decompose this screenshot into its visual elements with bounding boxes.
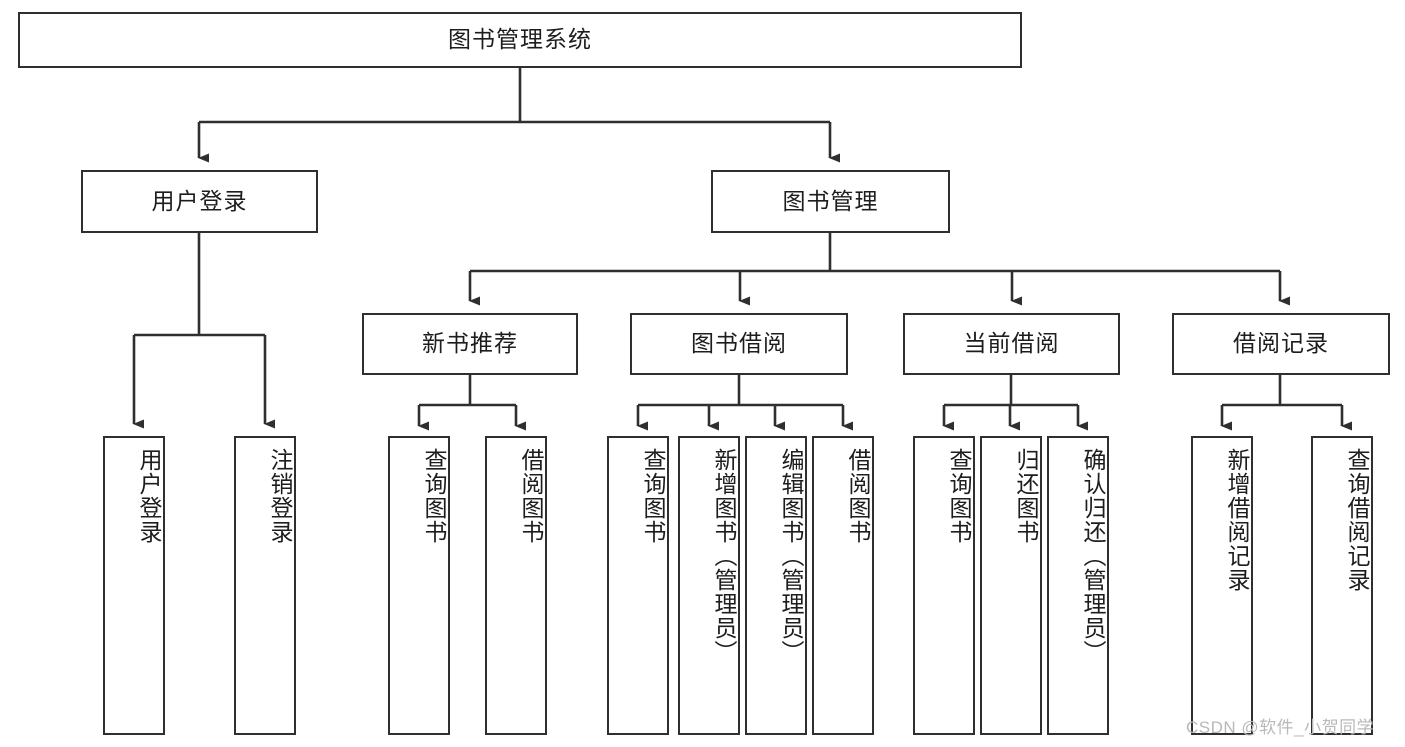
- node-current-borrow[interactable]: 当前借阅: [903, 313, 1120, 375]
- leaf-add-borrow-record[interactable]: 新增借阅记录: [1191, 436, 1253, 735]
- csdn-watermark: CSDN @软件_小贺同学: [1186, 718, 1375, 737]
- node-book-borrow[interactable]: 图书借阅: [630, 313, 848, 375]
- leaf-query-book-current[interactable]: 查询图书: [913, 436, 975, 735]
- leaf-borrow-book[interactable]: 借阅图书: [812, 436, 874, 735]
- leaf-confirm-return-admin-label: 确认归还（管理员）: [1080, 448, 1106, 664]
- leaf-confirm-return-admin[interactable]: 确认归还（管理员）: [1047, 436, 1109, 735]
- leaf-borrow-book-recommend[interactable]: 借阅图书: [485, 436, 547, 735]
- node-book-borrow-label: 图书借阅: [691, 330, 787, 357]
- leaf-add-borrow-record-label: 新增借阅记录: [1224, 448, 1250, 592]
- leaf-borrow-book-label: 借阅图书: [845, 448, 871, 544]
- node-borrow-records-label: 借阅记录: [1233, 330, 1329, 357]
- leaf-logout[interactable]: 注销登录: [234, 436, 296, 735]
- leaf-query-book-recommend[interactable]: 查询图书: [388, 436, 450, 735]
- node-root-label: 图书管理系统: [448, 26, 592, 53]
- leaf-user-login[interactable]: 用户登录: [103, 436, 165, 735]
- leaf-logout-label: 注销登录: [267, 448, 293, 544]
- leaf-borrow-book-recommend-label: 借阅图书: [518, 448, 544, 544]
- leaf-add-book-admin[interactable]: 新增图书（管理员）: [678, 436, 740, 735]
- leaf-query-book-borrow-label: 查询图书: [640, 448, 666, 544]
- leaf-edit-book-admin[interactable]: 编辑图书（管理员）: [745, 436, 807, 735]
- node-current-borrow-label: 当前借阅: [963, 330, 1060, 357]
- leaf-user-login-label: 用户登录: [136, 448, 162, 544]
- leaf-edit-book-admin-label: 编辑图书（管理员）: [778, 448, 804, 664]
- leaf-query-book-current-label: 查询图书: [946, 448, 972, 544]
- leaf-query-book-borrow[interactable]: 查询图书: [607, 436, 669, 735]
- node-root[interactable]: 图书管理系统: [18, 12, 1022, 68]
- node-user-login-label: 用户登录: [151, 187, 248, 214]
- node-new-book-recommend[interactable]: 新书推荐: [362, 313, 578, 375]
- leaf-add-book-admin-label: 新增图书（管理员）: [711, 448, 737, 664]
- leaf-query-book-recommend-label: 查询图书: [421, 448, 447, 544]
- leaf-return-book[interactable]: 归还图书: [980, 436, 1042, 735]
- node-borrow-records[interactable]: 借阅记录: [1172, 313, 1390, 375]
- leaf-query-borrow-record-label: 查询借阅记录: [1344, 448, 1370, 592]
- node-book-management-label: 图书管理: [782, 187, 879, 214]
- leaf-return-book-label: 归还图书: [1013, 448, 1039, 544]
- node-user-login[interactable]: 用户登录: [81, 170, 318, 233]
- node-new-book-recommend-label: 新书推荐: [422, 330, 518, 357]
- leaf-query-borrow-record[interactable]: 查询借阅记录: [1311, 436, 1373, 735]
- node-book-management[interactable]: 图书管理: [711, 170, 950, 233]
